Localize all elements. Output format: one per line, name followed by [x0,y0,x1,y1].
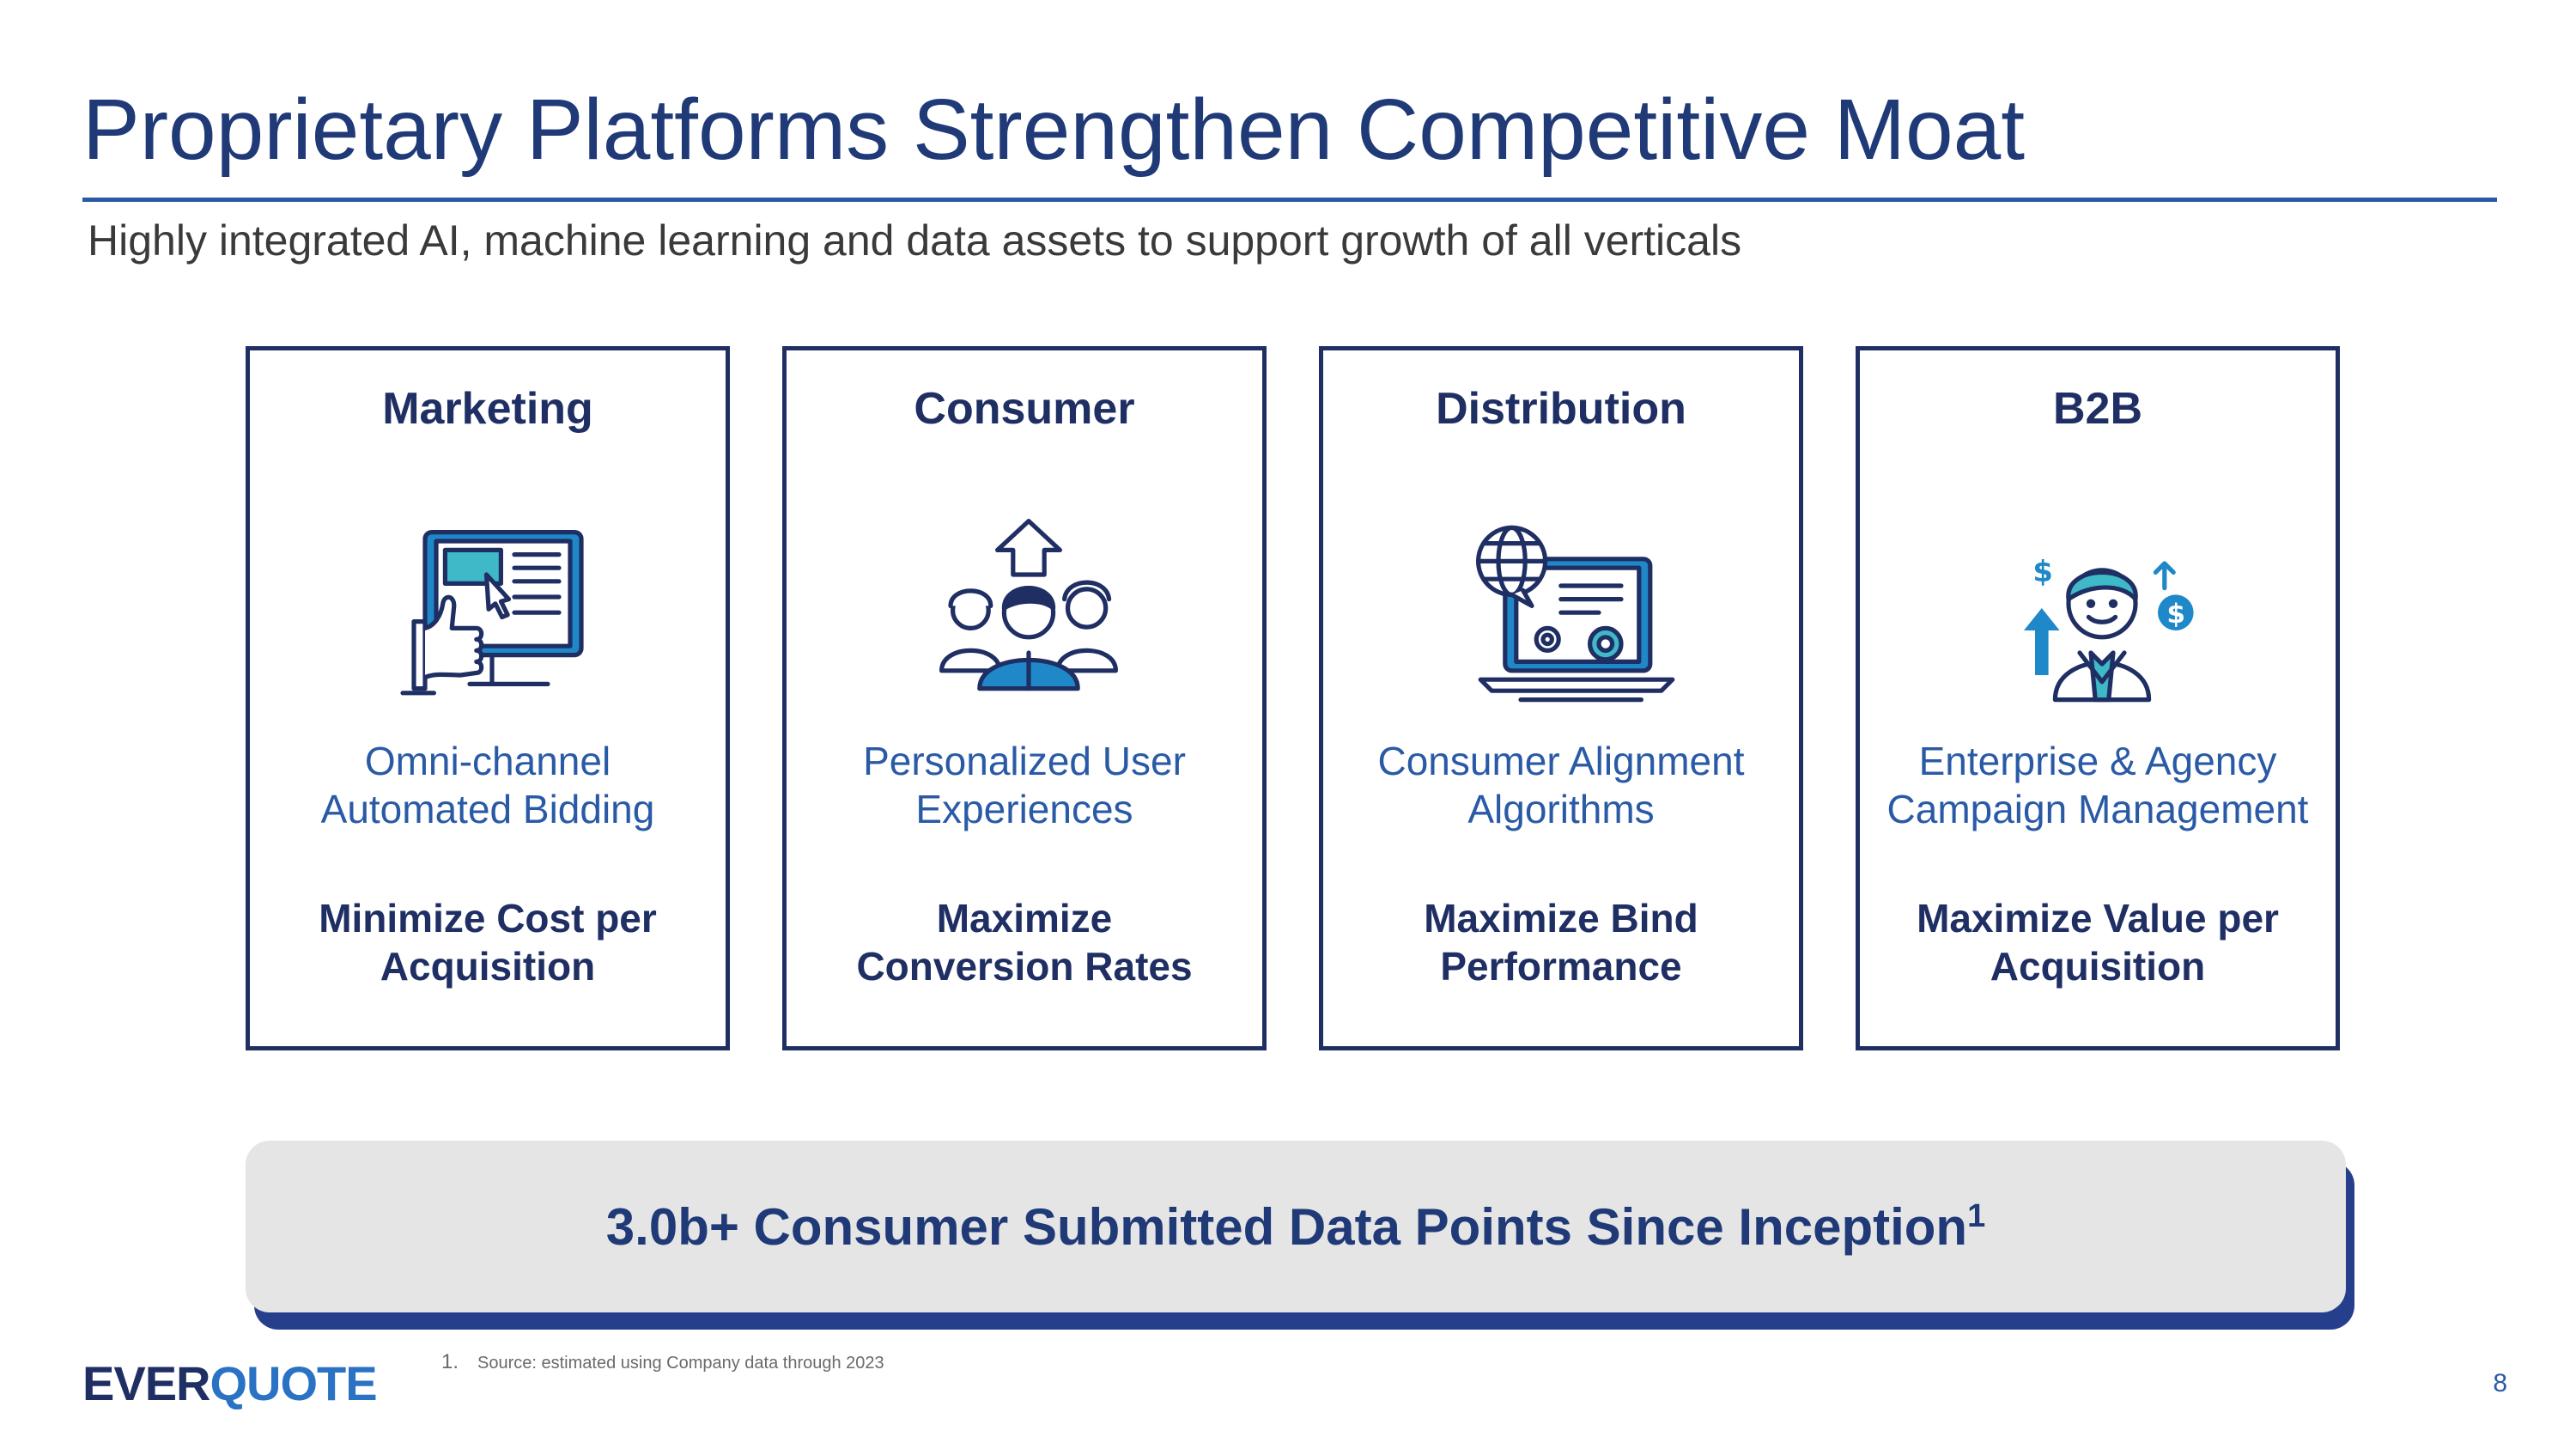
title-divider [82,198,2497,202]
platform-name: Consumer Alignment Algorithms [1377,739,1745,831]
goal-text: Maximize Bind Performance [1424,896,1698,989]
svg-text:$: $ [2166,599,2185,630]
page-number: 8 [2493,1369,2507,1397]
card-b2b: B2B $ $ Enterprise & Agency Campaign Man… [1856,346,2340,1050]
slide-subtitle: Highly integrated AI, machine learning a… [88,216,1742,265]
consumer-group-growth-icon [917,496,1140,720]
card-title: Marketing [382,384,593,434]
goal-text: Minimize Cost per Acquisition [319,896,657,989]
card-title: Distribution [1436,384,1686,434]
card-marketing: Marketing Omni-channel Automated Bidding… [246,346,730,1050]
everquote-logo: EVERQUOTE [82,1356,378,1410]
footnote-number: 1. [441,1350,459,1373]
platform-name: Personalized User Experiences [863,739,1186,831]
footnote-text: Source: estimated using Company data thr… [477,1354,884,1373]
slide-title: Proprietary Platforms Strengthen Competi… [82,82,2026,178]
card-title: B2B [2052,384,2143,434]
global-laptop-gears-icon [1454,496,1677,720]
goal-text: Maximize Conversion Rates [856,896,1193,989]
card-distribution: Distribution Consumer Alignment Algorith… [1319,346,1803,1050]
platform-name: Omni-channel Automated Bidding [320,739,655,831]
svg-text:$: $ [2032,555,2053,588]
banner-text: 3.0b+ Consumer Submitted Data Points Sin… [605,1197,1986,1256]
card-title: Consumer [914,384,1135,434]
platform-name: Enterprise & Agency Campaign Management [1886,739,2309,831]
footnote: 1. Source: estimated using Company data t… [441,1350,884,1374]
footnote-marker: 1 [1967,1197,1986,1234]
data-points-banner: 3.0b+ Consumer Submitted Data Points Sin… [246,1141,2346,1312]
card-consumer: Consumer Personalized User Experiences M… [782,346,1267,1050]
businessman-revenue-icon: $ $ [1990,496,2214,720]
digital-ad-thumbs-up-icon [380,496,604,720]
goal-text: Maximize Value per Acquisition [1917,896,2279,989]
